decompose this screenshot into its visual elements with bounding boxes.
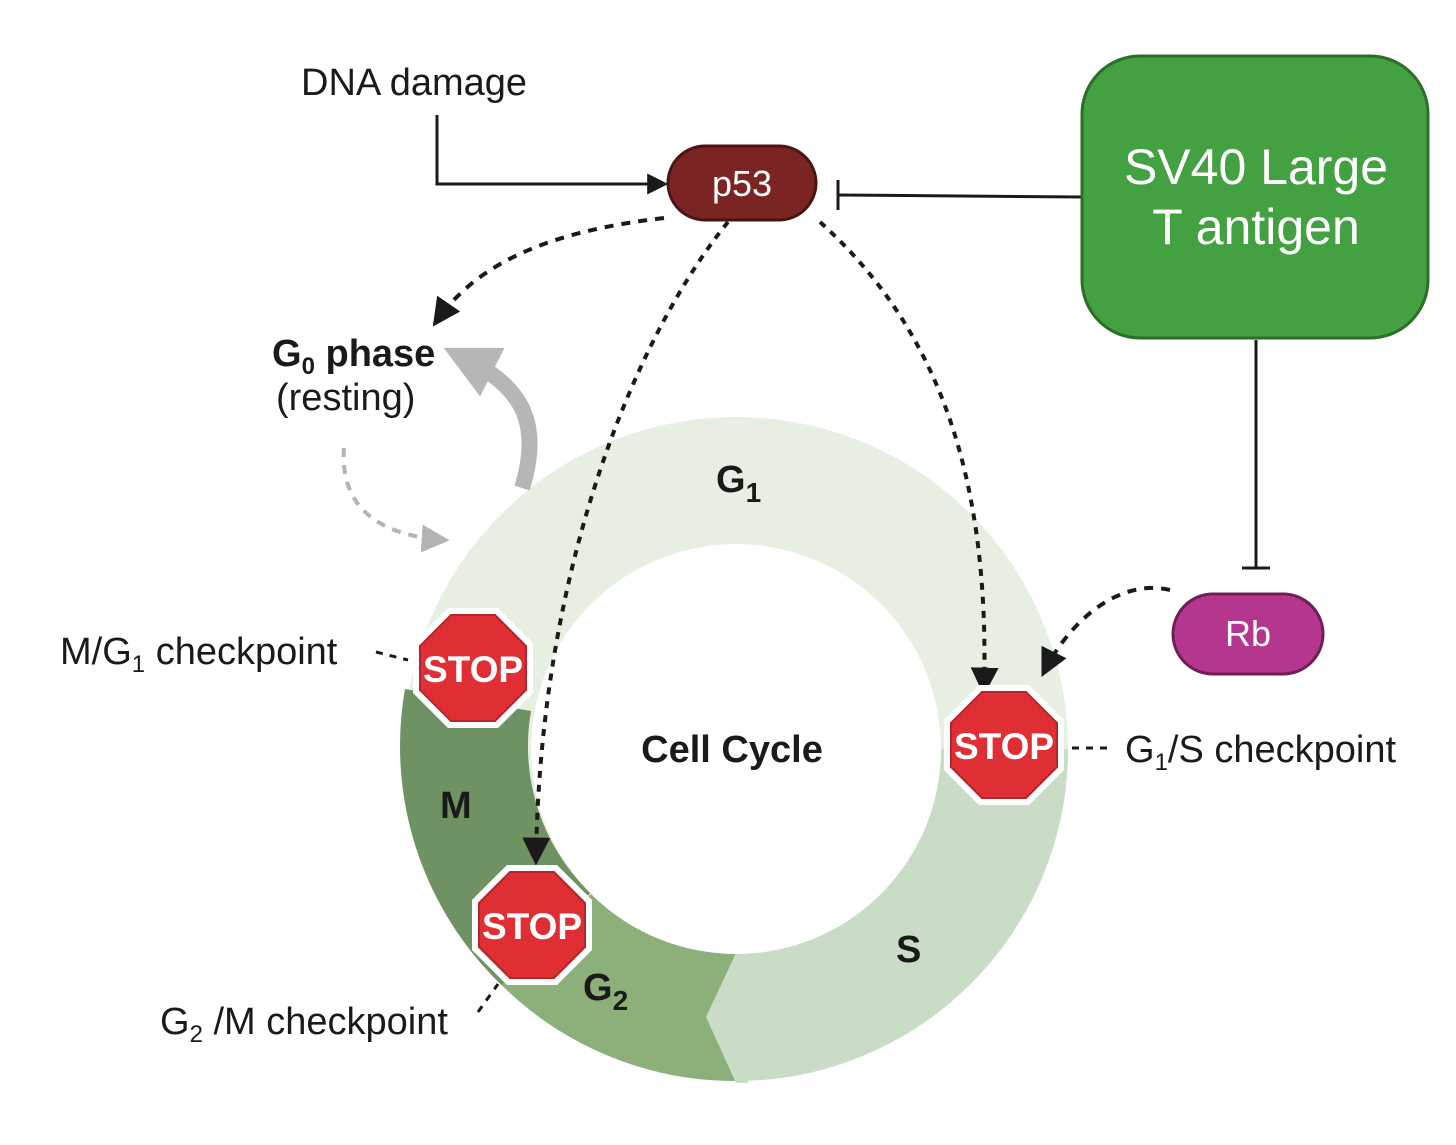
phase-g1-label: G1 [716,459,761,508]
m-g1-checkpoint-label: M/G1 checkpoint [60,631,338,678]
dna-damage-label: DNA damage [301,62,527,104]
stop-sign-m-g1: STOP [413,608,533,728]
rb-to-g1s-arrow [1041,586,1171,678]
g0-reentry-arrow [341,447,450,553]
phase-m-label: M [440,785,472,827]
rb-node: Rb [1171,592,1325,676]
m-g1-checkpoint-leader [375,650,409,662]
stop-sign-g1-s-text: STOP [954,726,1054,767]
g2-m-checkpoint-label: G2 /M checkpoint [160,1001,448,1048]
p53-to-g0-arrow [432,216,665,327]
g0-phase-title: G0 phase [272,333,435,380]
g1-s-checkpoint-label: G1/S checkpoint [1125,729,1396,776]
cell-cycle-label: Cell Cycle [641,729,823,771]
stop-sign-g2-m: STOP [472,865,592,985]
g2-m-checkpoint-leader [476,983,500,1013]
stop-sign-g2-m-text: STOP [482,906,582,947]
cell-cycle-ring [400,417,1068,1083]
phase-g2-label: G2 [583,967,628,1016]
s-segment [734,747,1068,1081]
dna-damage-arrow [435,115,669,195]
g0-return-arrow [443,347,538,491]
rb-label: Rb [1225,613,1271,654]
g0-phase-subtitle: (resting) [276,377,415,419]
ring-inner [531,544,941,954]
stop-sign-g1-s: STOP [944,685,1064,805]
sv40-p53-inhibition-line [837,193,1083,199]
phase-s-label: S [896,929,921,971]
p53-node: p53 [666,144,818,222]
stop-sign-m-g1-text: STOP [423,649,523,690]
sv40-label-line2: T antigen [1152,199,1360,255]
phase-notch [706,953,748,1083]
sv40-large-t-antigen-node: SV40 Large T antigen [1080,54,1430,340]
p53-label: p53 [712,163,772,204]
sv40-label-line1: SV40 Large [1124,139,1388,195]
